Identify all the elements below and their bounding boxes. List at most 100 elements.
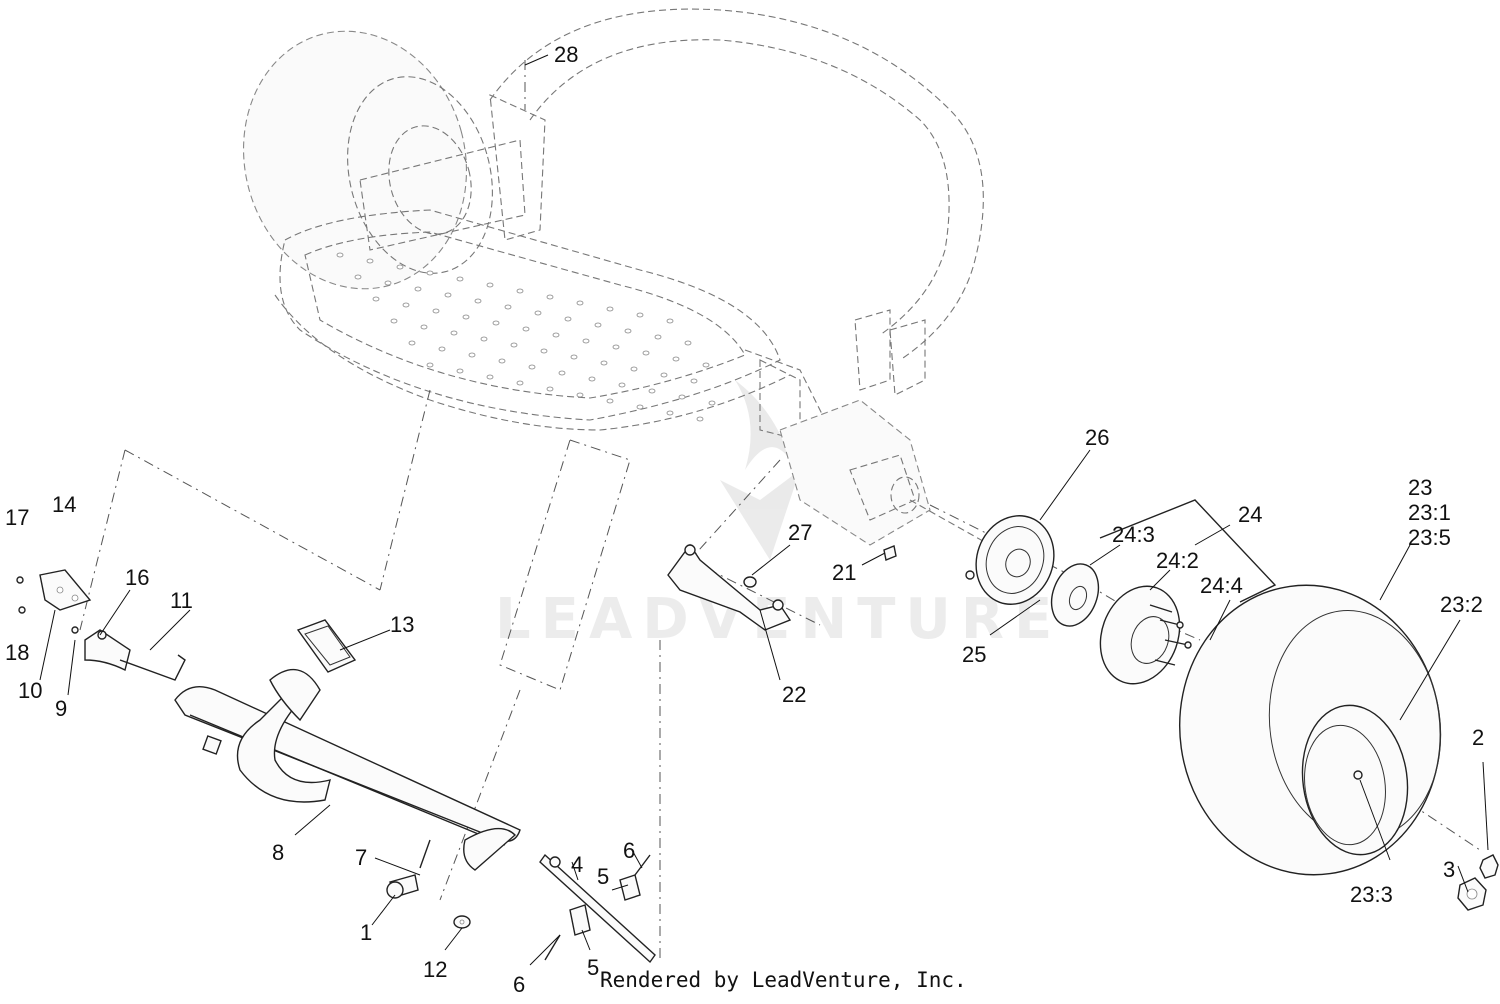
callout-22: 22 (782, 682, 806, 707)
deck-hole (432, 308, 440, 314)
deck-hole (510, 342, 518, 348)
deck-hole (654, 334, 662, 340)
watermark-logo-mark (720, 380, 800, 560)
deck-hole (426, 270, 434, 276)
pivot-arm (71, 626, 186, 681)
deck-hole (402, 302, 410, 308)
deck-hole (678, 394, 686, 400)
deck-hole (486, 282, 494, 288)
shaft-hardware (386, 839, 471, 929)
deck-hole (648, 388, 656, 394)
deck-hole (630, 366, 638, 372)
drive-wheel (1178, 584, 1442, 876)
deck-hole (642, 350, 650, 356)
deck-hole (390, 318, 398, 324)
deck-hole (690, 378, 698, 384)
wheel-nuts (1457, 854, 1499, 911)
deck-hole (618, 382, 626, 388)
render-credit: Rendered by LeadVenture, Inc. (600, 968, 967, 992)
deck-hole (468, 352, 476, 358)
deck-hole (528, 364, 536, 370)
deck-hole (606, 398, 614, 404)
deck-hole (624, 328, 632, 334)
deck-hole (612, 344, 620, 350)
callout-1: 1 (360, 920, 372, 945)
deck-hole (480, 336, 488, 342)
deck-hole (492, 320, 500, 326)
deck-hole (672, 356, 680, 362)
deck-hole (576, 392, 584, 398)
callout-3: 3 (1443, 857, 1455, 882)
callout-23-3: 23:3 (1350, 882, 1393, 907)
left-bracket (16, 569, 92, 614)
deck-hole (354, 274, 362, 280)
deck-hole (516, 380, 524, 386)
callout-10: 10 (18, 678, 42, 703)
deck-hole (558, 370, 566, 376)
callout-5-lower: 5 (587, 955, 599, 980)
deck-hole (498, 358, 506, 364)
deck-hole (564, 316, 572, 322)
deck-hole (408, 340, 416, 346)
kit-24-bracket (1099, 499, 1277, 603)
deck-hole (540, 348, 548, 354)
callout-17: 17 (5, 505, 29, 530)
deck-hole (396, 264, 404, 270)
deck-hole (420, 324, 428, 330)
callout-4: 4 (571, 852, 583, 877)
deck-hole (336, 252, 344, 258)
deck-hole (708, 400, 716, 406)
callout-23-5: 23:5 (1408, 525, 1451, 550)
callout-14: 14 (52, 492, 76, 517)
deck-hole (444, 292, 452, 298)
deck-hole (366, 258, 374, 264)
callout-11: 11 (170, 588, 193, 613)
deck-hole (666, 410, 674, 416)
deck-hole (516, 288, 524, 294)
deck-hole (384, 280, 392, 286)
deck-hole (696, 416, 704, 422)
deck-hole (414, 286, 422, 292)
pedal-pad (296, 619, 357, 673)
deck-hole (594, 322, 602, 328)
deck-perforations (336, 252, 716, 422)
callout-24-4: 24:4 (1200, 573, 1243, 598)
callout-24-3: 24:3 (1112, 522, 1155, 547)
callout-13: 13 (390, 612, 414, 637)
callout-24: 24 (1238, 502, 1262, 527)
deck-hole (426, 362, 434, 368)
callout-23-1: 23:1 (1408, 500, 1451, 525)
deck-hole (534, 310, 542, 316)
callout-12: 12 (423, 957, 447, 982)
deck-hole (570, 354, 578, 360)
callout-24-2: 24:2 (1156, 548, 1199, 573)
deck-hole (456, 368, 464, 374)
deck-hole (504, 304, 512, 310)
hub-plate (1050, 563, 1100, 627)
deck-hole (576, 300, 584, 306)
deck-hole (474, 298, 482, 304)
callout-labels: 28 26 24 24:3 24:2 24:4 23 23:1 23:5 23:… (5, 42, 1484, 997)
callout-9: 9 (55, 696, 67, 721)
callout-27: 27 (788, 520, 812, 545)
deck-hole (588, 376, 596, 382)
deck-hole (450, 330, 458, 336)
deck-hole (486, 374, 494, 380)
deck-hole (546, 386, 554, 392)
deck-hole (684, 340, 692, 346)
callout-6-upper: 6 (623, 838, 635, 863)
callout-2: 2 (1472, 725, 1484, 750)
callout-7: 7 (355, 845, 367, 870)
linkage-rod (539, 853, 656, 964)
deck-hole (552, 332, 560, 338)
callout-5-upper: 5 (597, 864, 609, 889)
deck-hole (522, 326, 530, 332)
ghost-frame (274, 8, 984, 471)
callout-18: 18 (5, 640, 29, 665)
callout-23-2: 23:2 (1440, 592, 1483, 617)
deck-hole (606, 306, 614, 312)
deck-hole (546, 294, 554, 300)
deck-hole (462, 314, 470, 320)
